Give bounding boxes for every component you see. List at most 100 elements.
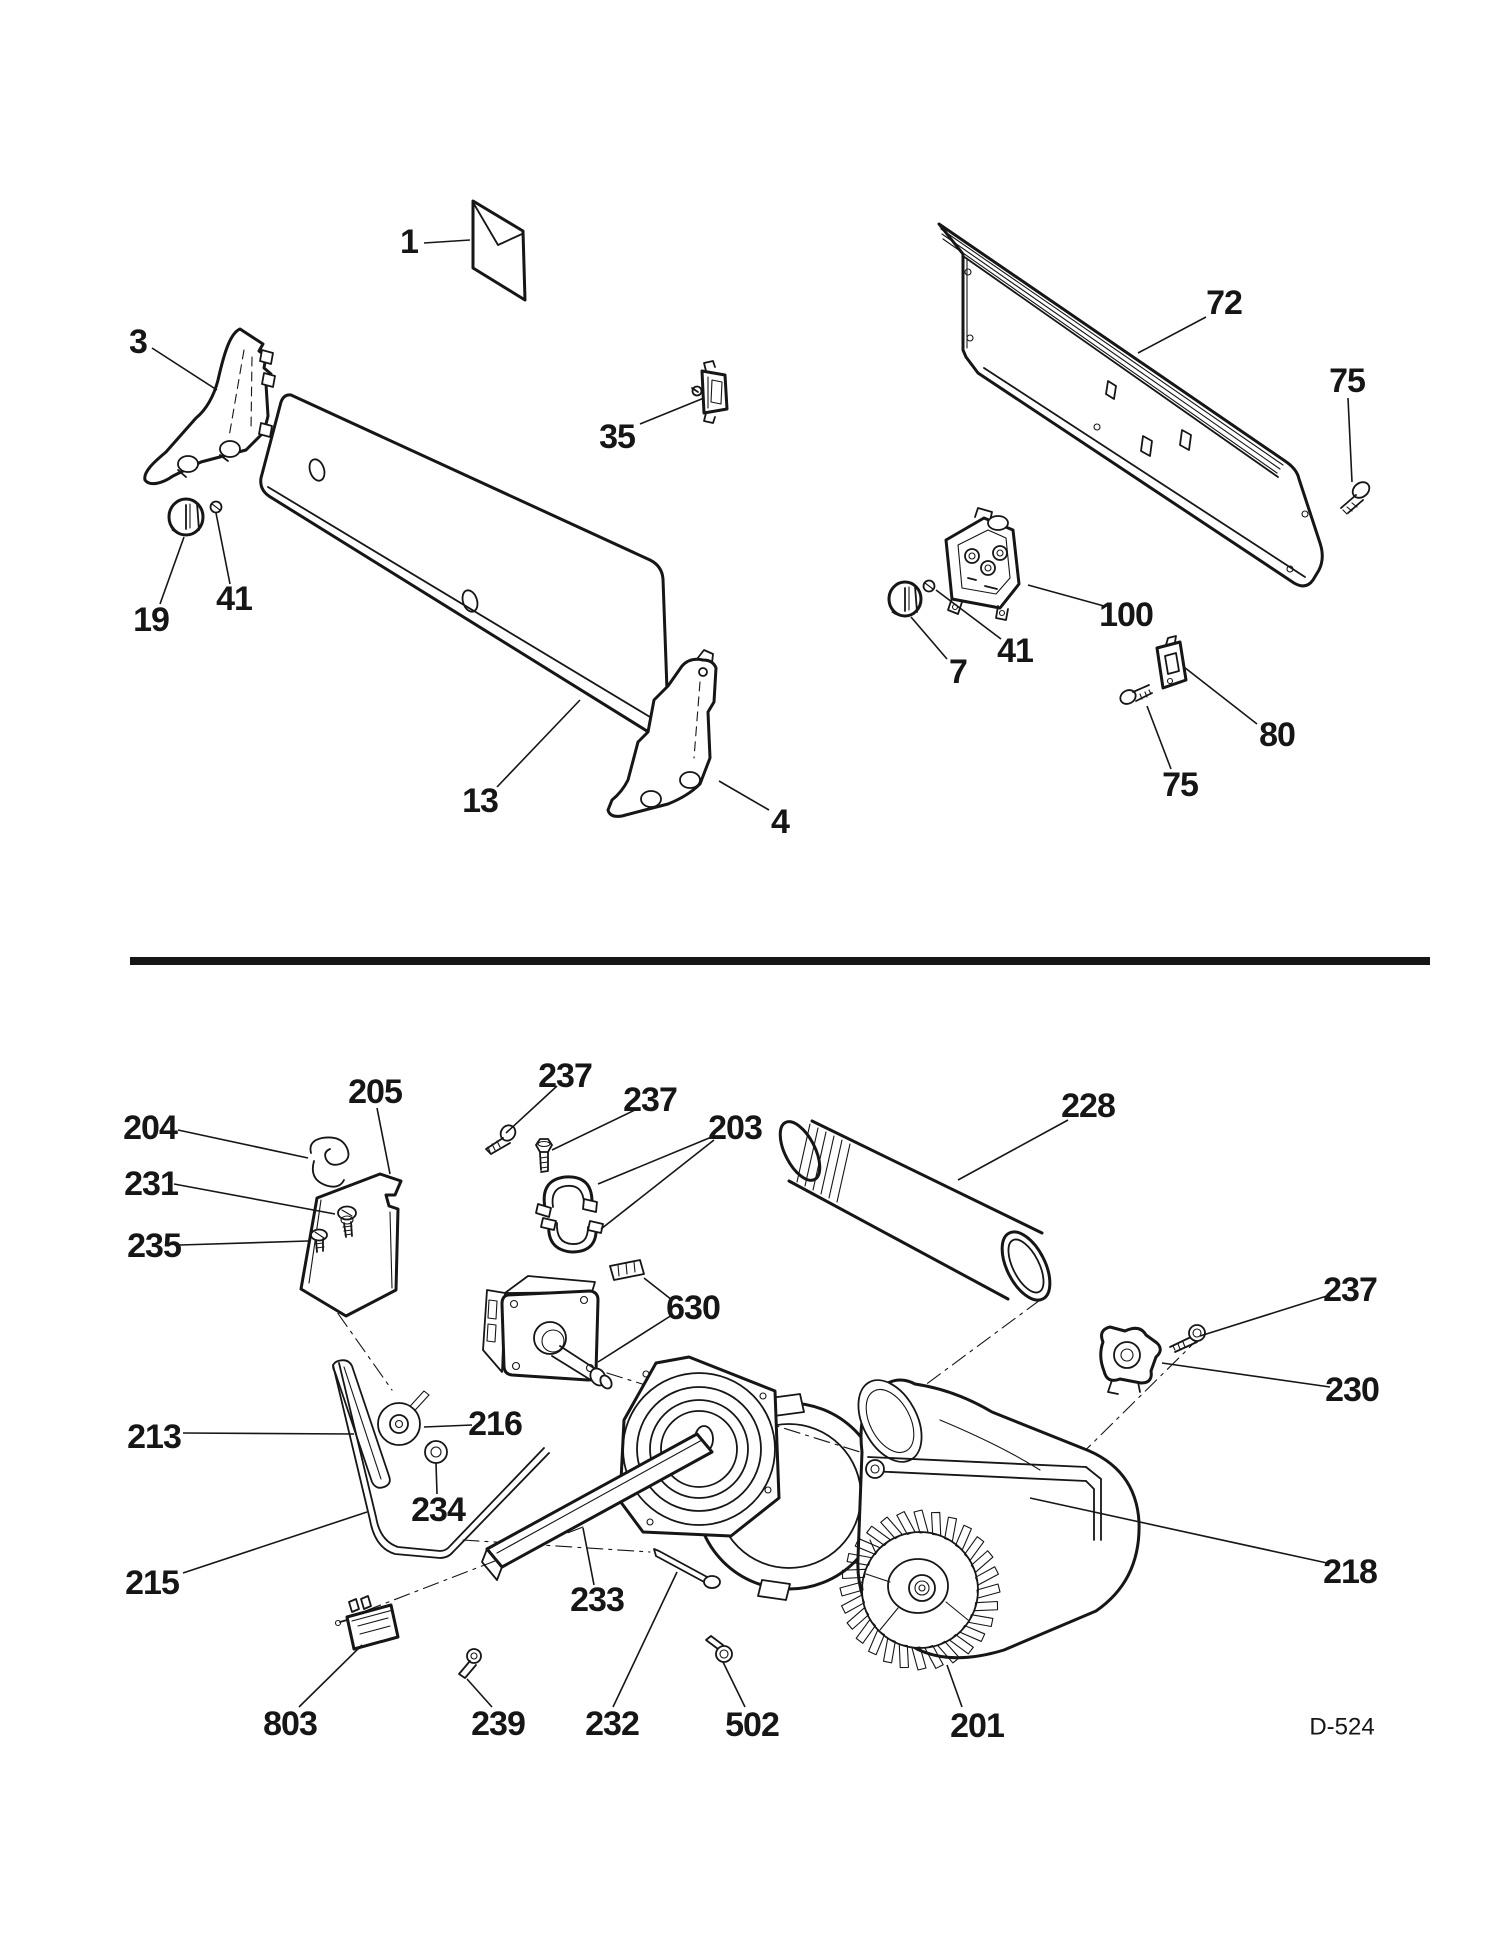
part-callout-blower-housing: 218 bbox=[1323, 1553, 1377, 1591]
part-callout-drive-motor: 630 bbox=[666, 1289, 720, 1327]
screw-75-bottom-drawing bbox=[1119, 684, 1153, 705]
console-end-cap-right-drawing bbox=[606, 649, 718, 818]
callout-leader-console-end-cap-right bbox=[718, 780, 770, 811]
callout-leader-heater-clamp bbox=[597, 1135, 715, 1185]
part-callout-rear-console-panel: 72 bbox=[1206, 284, 1242, 322]
callout-leader-instruction-packet bbox=[423, 239, 471, 244]
screw-235-drawing bbox=[310, 1228, 328, 1253]
part-callout-console-end-cap-right: 4 bbox=[771, 803, 790, 841]
part-callout-wire-clip: 204 bbox=[123, 1109, 178, 1147]
callout-leader-tie-rod bbox=[612, 1571, 678, 1708]
drive-motor-drawing bbox=[482, 1275, 613, 1390]
screw-237-b-drawing bbox=[535, 1138, 553, 1173]
callout-leader-console-end-cap-left bbox=[151, 347, 218, 391]
part-callout-timer: 100 bbox=[1099, 596, 1153, 634]
part-callout-idler-arm: 215 bbox=[125, 1564, 179, 1602]
screw-41-left-drawing bbox=[209, 500, 223, 514]
part-callout-screw-75-top: 75 bbox=[1329, 362, 1365, 400]
part-callout-bracket-80: 80 bbox=[1259, 716, 1295, 754]
screw-231-drawing bbox=[337, 1205, 357, 1238]
bracket-205-drawing bbox=[299, 1172, 403, 1318]
callout-leader-blower-wheel bbox=[946, 1664, 963, 1708]
tie-rod-drawing bbox=[653, 1548, 721, 1589]
callout-leader-nut-234 bbox=[435, 1462, 438, 1495]
screw-239-drawing bbox=[458, 1648, 482, 1679]
part-callout-screw-237-c: 237 bbox=[1323, 1271, 1377, 1309]
callout-leader-bracket-205 bbox=[376, 1107, 391, 1175]
door-switch-drawing bbox=[691, 360, 729, 424]
callout-leader-blower-housing bbox=[1029, 1497, 1328, 1564]
callout-leader-belt-switch bbox=[298, 1644, 363, 1708]
part-callout-support-bracket-233: 233 bbox=[570, 1581, 624, 1619]
part-callout-bracket-205: 205 bbox=[348, 1073, 402, 1111]
callout-leader-rear-console-panel bbox=[1137, 316, 1207, 354]
wire-clip-drawing bbox=[309, 1136, 350, 1188]
part-callout-screw-75-bottom: 75 bbox=[1162, 766, 1198, 804]
belt-switch-drawing bbox=[334, 1595, 400, 1651]
part-callout-knob-7: 7 bbox=[949, 653, 967, 691]
callout-leader-screw-75-bottom bbox=[1146, 705, 1172, 770]
callout-leader-idler-pulley bbox=[423, 1424, 473, 1428]
idler-pulley-drawing bbox=[377, 1390, 430, 1446]
callout-leader-thermostat-230 bbox=[1161, 1362, 1331, 1388]
support-bracket-233-drawing bbox=[481, 1432, 714, 1581]
part-callout-nut-234: 234 bbox=[411, 1491, 466, 1529]
callout-leader-screw-237-a bbox=[505, 1085, 558, 1134]
part-callout-screw-237-b: 237 bbox=[623, 1081, 677, 1119]
sheet-code: D-524 bbox=[1309, 1714, 1374, 1741]
knob-19-drawing bbox=[167, 497, 205, 537]
idler-arm-drawing bbox=[332, 1362, 550, 1559]
callout-leader-timer bbox=[1027, 584, 1105, 607]
callout-leader-door-switch bbox=[639, 397, 705, 425]
callout-leader-screw-75-top bbox=[1347, 397, 1353, 483]
callout-leader-support-bracket-233 bbox=[582, 1527, 595, 1586]
callout-leader-wire-clip bbox=[177, 1129, 309, 1159]
screw-502-drawing bbox=[705, 1635, 733, 1663]
callout-leader-screw-237-c bbox=[1199, 1294, 1331, 1337]
part-callout-internal-duct: 228 bbox=[1061, 1087, 1115, 1125]
part-callout-idler-pulley: 216 bbox=[468, 1405, 522, 1443]
callout-leader-screw-41-right bbox=[935, 589, 1002, 640]
knob-7-drawing bbox=[887, 580, 923, 618]
callout-leader-screw-237-b bbox=[551, 1108, 638, 1151]
rear-console-panel-drawing bbox=[937, 222, 1324, 588]
callout-leader-screw-239 bbox=[466, 1678, 493, 1708]
bracket-80-drawing bbox=[1155, 635, 1188, 690]
heater-clamp-drawing bbox=[535, 1175, 604, 1254]
part-callout-control-panel: 13 bbox=[462, 782, 498, 820]
part-callout-belt-switch: 803 bbox=[263, 1705, 317, 1743]
part-callout-blower-wheel: 201 bbox=[950, 1707, 1004, 1745]
part-callout-screw-502: 502 bbox=[725, 1706, 779, 1744]
callout-leader-screw-231 bbox=[173, 1183, 336, 1215]
thermostat-230-drawing bbox=[1099, 1325, 1162, 1395]
callout-leader-knob-7 bbox=[910, 616, 948, 660]
drive-belt-drawing bbox=[332, 1359, 391, 1489]
part-callout-tie-rod: 232 bbox=[585, 1705, 639, 1743]
callout-leader-internal-duct bbox=[957, 1119, 1069, 1181]
callout-leader-heater-clamp bbox=[600, 1139, 715, 1230]
callout-leader-screw-502 bbox=[722, 1661, 746, 1708]
motor-connector-drawing bbox=[609, 1259, 645, 1281]
part-callout-console-end-cap-left: 3 bbox=[129, 323, 147, 361]
part-callout-screw-41-right: 41 bbox=[997, 632, 1033, 670]
blower-wheel-drawing bbox=[839, 1509, 1001, 1671]
callout-leader-knob-19 bbox=[159, 536, 185, 605]
callout-leader-screw-235 bbox=[179, 1240, 309, 1246]
nut-234-drawing bbox=[424, 1440, 448, 1464]
screw-75-top-drawing bbox=[1340, 481, 1371, 515]
callout-leader-idler-arm bbox=[182, 1511, 368, 1574]
instruction-packet-drawing bbox=[471, 199, 527, 302]
callout-leader-bracket-80 bbox=[1183, 666, 1258, 725]
callout-leader-drive-motor bbox=[643, 1277, 673, 1301]
part-callout-drive-belt: 213 bbox=[127, 1418, 181, 1456]
part-callout-screw-235: 235 bbox=[127, 1227, 181, 1265]
part-callout-screw-231: 231 bbox=[124, 1165, 178, 1203]
timer-drawing bbox=[944, 507, 1021, 621]
part-callout-door-switch: 35 bbox=[599, 418, 635, 456]
callout-leader-screw-41-left bbox=[215, 512, 231, 585]
part-callout-screw-239: 239 bbox=[471, 1705, 525, 1743]
part-callout-knob-19: 19 bbox=[133, 601, 169, 639]
callout-leader-control-panel bbox=[496, 699, 581, 788]
